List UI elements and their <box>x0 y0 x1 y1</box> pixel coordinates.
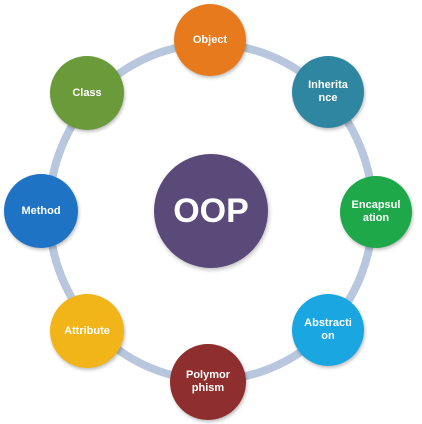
node-label: Object <box>192 33 228 46</box>
node-method: Method <box>4 174 78 248</box>
node-polymorphism: Polymor phism <box>170 344 246 420</box>
center-label: OOP <box>173 191 249 230</box>
node-object: Object <box>174 4 246 76</box>
node-label: Inherita nce <box>308 79 348 104</box>
node-label: Method <box>21 204 61 217</box>
node-class: Class <box>50 56 124 130</box>
node-inheritance: Inherita nce <box>292 56 364 128</box>
node-label: Class <box>72 86 102 99</box>
node-label: Encapsul ation <box>351 199 401 224</box>
node-attribute: Attribute <box>50 294 124 368</box>
node-label: Abstracti on <box>304 317 352 342</box>
node-label: Attribute <box>64 324 110 337</box>
center-node-oop: OOP <box>154 154 268 268</box>
node-label: Polymor phism <box>185 369 230 394</box>
node-encapsulation: Encapsul ation <box>340 176 412 248</box>
node-abstraction: Abstracti on <box>292 294 364 366</box>
